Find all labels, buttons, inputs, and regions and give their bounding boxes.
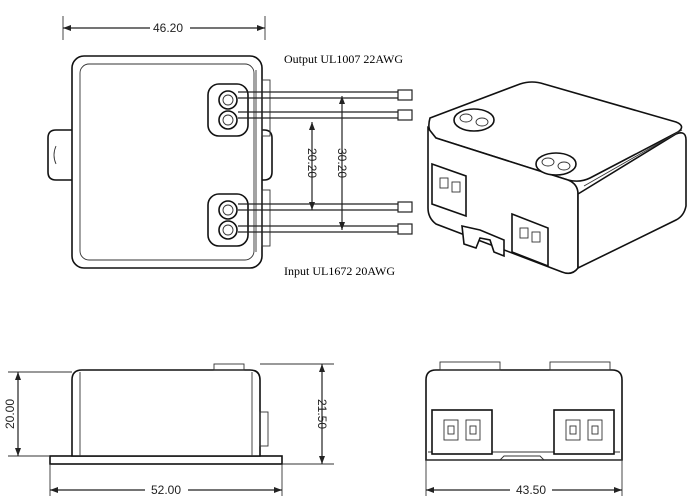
left-mounting-ear (47, 129, 76, 181)
pitch-inner-label: 20.20 (305, 148, 319, 178)
top-width-dimension: 46.20 (62, 16, 266, 40)
output-wire-note: Output UL1007 22AWG (284, 52, 403, 66)
end-view: 43.50 (425, 361, 623, 497)
output-wires (238, 89, 413, 121)
iso-connector-1 (431, 162, 467, 218)
side-length-dimension: 52.00 (49, 464, 283, 497)
side-view: 20.00 21.50 52.00 (3, 363, 334, 497)
side-base-flange (49, 455, 283, 465)
iso-connector-2 (511, 212, 549, 268)
top-view: 46.20 (47, 16, 413, 278)
iso-terminal-2 (535, 152, 577, 176)
isometric-view (427, 81, 687, 275)
top-width-label: 46.20 (153, 21, 183, 35)
input-wire-note: Input UL1672 20AWG (284, 264, 395, 278)
side-height-left-label: 20.00 (3, 399, 17, 429)
side-body (71, 369, 261, 457)
input-terminal (207, 193, 249, 247)
input-wires (238, 201, 413, 235)
end-width-dimension: 43.50 (425, 460, 623, 497)
iso-right-face (577, 132, 687, 270)
side-length-label: 52.00 (151, 483, 181, 497)
side-height-right-label: 21.50 (315, 399, 329, 429)
end-connector-left (431, 409, 493, 455)
iso-terminal-1 (453, 108, 495, 132)
pitch-dimensions: 20.20 30.20 (305, 96, 349, 230)
side-height-left-dimension: 20.00 (3, 371, 72, 457)
pitch-outer-label: 30.20 (335, 148, 349, 178)
end-width-label: 43.50 (516, 483, 546, 497)
iso-mounting-tab (461, 224, 505, 258)
side-height-right-dimension: 21.50 (260, 363, 334, 465)
output-terminal (207, 83, 249, 137)
end-connector-right (553, 409, 615, 455)
